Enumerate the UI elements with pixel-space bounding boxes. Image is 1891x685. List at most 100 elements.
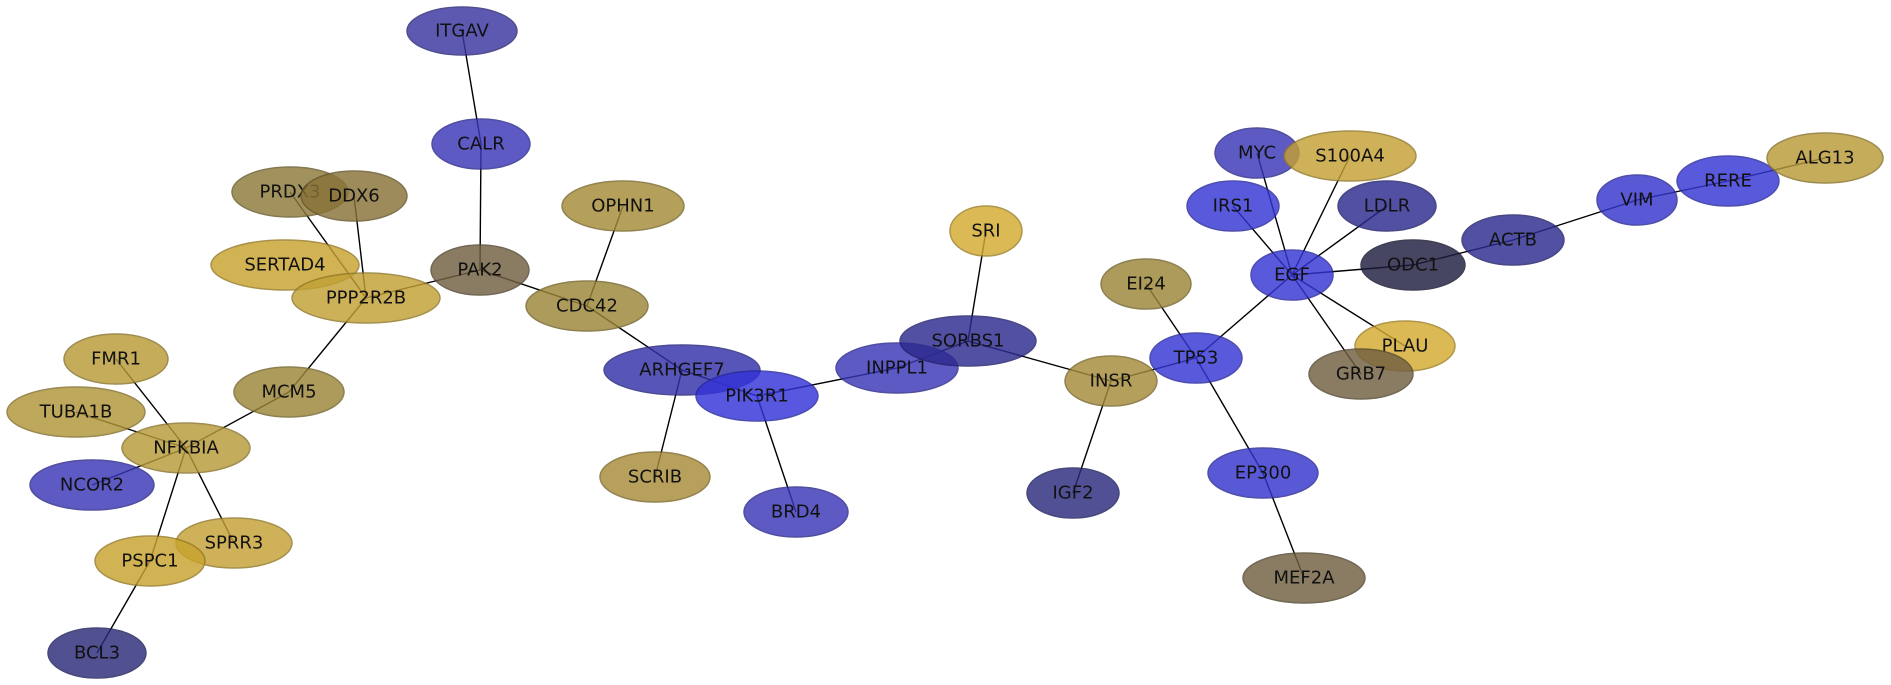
node-label: ALG13 [1795, 148, 1854, 169]
node-label: BRD4 [771, 502, 821, 523]
node-label: ITGAV [435, 21, 489, 42]
node-alg13[interactable]: ALG13 [1766, 132, 1884, 184]
node-pik3r1[interactable]: PIK3R1 [695, 370, 819, 422]
node-ellipse [47, 627, 147, 679]
node-label: EP300 [1235, 463, 1292, 484]
node-label: FMR1 [91, 349, 141, 370]
node-sprr3[interactable]: SPRR3 [175, 517, 293, 569]
node-calr[interactable]: CALR [431, 118, 531, 170]
node-label: PAK2 [457, 260, 502, 281]
node-label: CALR [457, 134, 504, 155]
node-ellipse [6, 386, 146, 438]
node-ellipse [1100, 258, 1192, 310]
node-ellipse [1308, 348, 1414, 400]
node-ellipse [300, 170, 408, 222]
node-label: EGF [1274, 265, 1310, 286]
node-ellipse [29, 459, 155, 511]
node-cdc42[interactable]: CDC42 [525, 280, 649, 332]
node-ellipse [1360, 239, 1466, 291]
node-itgav[interactable]: ITGAV [406, 6, 518, 56]
node-egf[interactable]: EGF [1250, 249, 1334, 301]
node-ellipse [1250, 249, 1334, 301]
node-label: BCL3 [74, 643, 120, 664]
node-ellipse [431, 118, 531, 170]
node-ophn1[interactable]: OPHN1 [561, 180, 685, 232]
node-ellipse [949, 205, 1023, 257]
node-nfkbia[interactable]: NFKBIA [121, 422, 251, 474]
node-label: IGF2 [1052, 483, 1093, 504]
node-ellipse [233, 366, 345, 418]
node-ellipse [525, 280, 649, 332]
node-ep300[interactable]: EP300 [1207, 447, 1319, 499]
node-ellipse [1766, 132, 1884, 184]
node-ellipse [1149, 332, 1243, 384]
node-tp53[interactable]: TP53 [1149, 332, 1243, 384]
node-label: SORBS1 [931, 331, 1004, 352]
node-ellipse [430, 244, 530, 296]
node-label: IRS1 [1213, 196, 1254, 217]
node-ellipse [1186, 180, 1280, 232]
node-pspc1[interactable]: PSPC1 [94, 535, 206, 587]
node-ellipse [1207, 447, 1319, 499]
node-label: CDC42 [556, 296, 618, 317]
node-label: MYC [1238, 143, 1276, 164]
node-ppp2r2b[interactable]: PPP2R2B [291, 272, 441, 324]
node-ei24[interactable]: EI24 [1100, 258, 1192, 310]
node-label: OPHN1 [591, 196, 654, 217]
node-label: PSPC1 [121, 551, 178, 572]
node-label: ODC1 [1387, 255, 1439, 276]
node-mcm5[interactable]: MCM5 [233, 366, 345, 418]
node-ellipse [291, 272, 441, 324]
node-label: ARHGEF7 [639, 360, 724, 381]
node-ncor2[interactable]: NCOR2 [29, 459, 155, 511]
node-label: PIK3R1 [725, 386, 788, 407]
node-sri[interactable]: SRI [949, 205, 1023, 257]
node-actb[interactable]: ACTB [1461, 214, 1565, 266]
node-ellipse [1596, 174, 1678, 226]
node-ellipse [121, 422, 251, 474]
node-myc[interactable]: MYC [1214, 127, 1300, 179]
node-label: S100A4 [1315, 146, 1385, 167]
node-label: DDX6 [328, 186, 380, 207]
node-label: LDLR [1364, 196, 1410, 217]
node-rere[interactable]: RERE [1676, 155, 1780, 207]
node-ddx6[interactable]: DDX6 [300, 170, 408, 222]
node-ellipse [599, 451, 711, 503]
node-ellipse [1026, 467, 1120, 519]
node-grb7[interactable]: GRB7 [1308, 348, 1414, 400]
node-ellipse [1283, 130, 1417, 182]
node-odc1[interactable]: ODC1 [1360, 239, 1466, 291]
node-ellipse [1461, 214, 1565, 266]
node-ldlr[interactable]: LDLR [1337, 180, 1437, 232]
node-irs1[interactable]: IRS1 [1186, 180, 1280, 232]
node-brd4[interactable]: BRD4 [743, 486, 849, 538]
node-ellipse [1337, 180, 1437, 232]
node-ellipse [899, 315, 1037, 367]
node-vim[interactable]: VIM [1596, 174, 1678, 226]
node-pak2[interactable]: PAK2 [430, 244, 530, 296]
node-label: SCRIB [628, 467, 682, 488]
node-ellipse [63, 333, 169, 385]
node-igf2[interactable]: IGF2 [1026, 467, 1120, 519]
node-label: MCM5 [261, 382, 316, 403]
node-bcl3[interactable]: BCL3 [47, 627, 147, 679]
node-sorbs1[interactable]: SORBS1 [899, 315, 1037, 367]
node-mef2a[interactable]: MEF2A [1242, 552, 1366, 604]
node-scrib[interactable]: SCRIB [599, 451, 711, 503]
node-s100a4[interactable]: S100A4 [1283, 130, 1417, 182]
node-label: TP53 [1173, 348, 1219, 369]
node-label: GRB7 [1336, 364, 1386, 385]
node-label: PPP2R2B [326, 288, 406, 309]
node-label: NCOR2 [60, 475, 124, 496]
node-label: MEF2A [1273, 568, 1335, 589]
node-label: ACTB [1489, 230, 1537, 251]
node-label: VIM [1620, 190, 1653, 211]
node-label: EI24 [1126, 274, 1166, 295]
node-insr[interactable]: INSR [1064, 355, 1158, 407]
node-label: RERE [1704, 171, 1752, 192]
node-fmr1[interactable]: FMR1 [63, 333, 169, 385]
node-tuba1b[interactable]: TUBA1B [6, 386, 146, 438]
node-label: TUBA1B [39, 402, 113, 423]
